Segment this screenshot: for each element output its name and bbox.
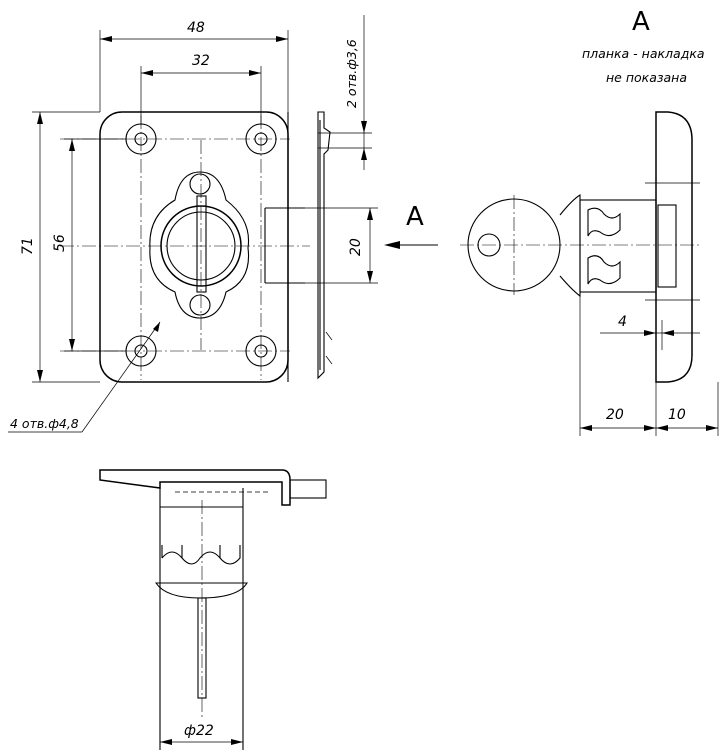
key-slot [196,195,207,293]
dim-offset: 4 [618,314,627,330]
dim-corner-holes: 4 отв.ф4,8 [10,416,79,431]
lock-flange [149,171,250,319]
dim-depth-cap: 10 [668,407,686,423]
arrow-label: А [406,202,424,232]
dim-height-outer: 71 [20,237,36,255]
front-view [60,111,310,383]
dim-width-outer: 48 [187,20,205,36]
dim-diameter: ф22 [184,723,214,739]
dim-height-holes: 56 [52,234,68,252]
front-dimensions: 48 32 71 56 4 отв.ф4,8 [8,20,289,433]
dim-side-holes: 2 отв.ф3,6 [344,39,359,108]
view-a: А планка - накладка не показана 4 20 10 [460,7,719,436]
side-profile: 2 отв.ф3,6 20 [305,15,378,380]
dim-depth-body: 20 [606,407,624,423]
note-line2: не показана [606,70,687,85]
dim-width-holes: 32 [192,53,210,69]
note-line1: планка - накладка [582,46,705,61]
lock-cap [655,111,693,383]
mounting-plate [99,111,289,383]
bottom-view: ф22 [99,469,327,750]
view-label: А [632,7,650,37]
dim-opening: 20 [348,238,364,256]
view-arrow: А [384,202,438,249]
